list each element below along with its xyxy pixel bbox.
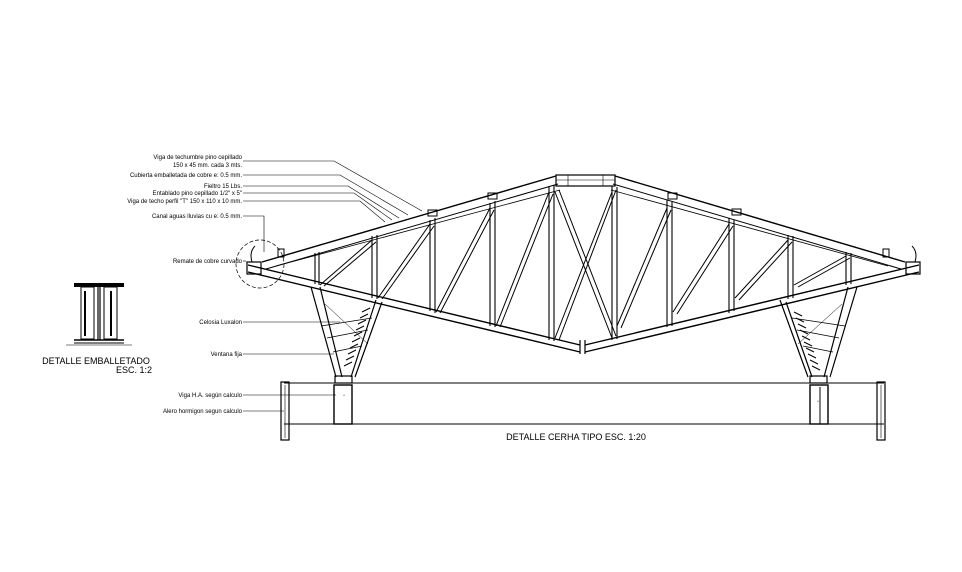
- emballetado-detail-title: DETALLE EMBALLETADO: [42, 356, 150, 366]
- emballetado-detail: DETALLE EMBALLETADO ESC. 1:2: [42, 283, 152, 375]
- concrete-beam: * * DETALLE CERHA TIPO ESC. 1:20: [280, 375, 886, 442]
- main-detail-title: DETALLE CERHA TIPO ESC. 1:20: [506, 432, 646, 442]
- label-copper-cover: Cubierta emballetada de cobre e: 0.5 mm.: [130, 173, 242, 179]
- leader-lines: [243, 160, 423, 412]
- label-roof-beam-size: 150 x 45 mm. cada 3 mts.: [173, 163, 242, 169]
- label-rain-gutter: Canal aguas lluvias cu e: 0.5 mm.: [152, 214, 242, 220]
- annotation-labels: Viga de techumbre pino cepillado 150 x 4…: [127, 155, 242, 415]
- label-concrete-eave: Alero hormigon segun calculo: [163, 409, 243, 415]
- label-boarding: Entablado pino cepillado 1/2" x 5": [153, 191, 242, 197]
- svg-text:*: *: [817, 399, 819, 404]
- label-roof-beam: Viga de techumbre pino cepillado: [153, 155, 242, 161]
- detail-callout-circle: [235, 239, 285, 289]
- label-concrete-beam: Viga H.A. según calculo: [178, 393, 242, 399]
- label-copper-trim: Remate de cobre curvado: [173, 259, 243, 265]
- label-fixed-window: Ventana fija: [211, 352, 243, 358]
- label-t-beam: Viga de techo perfil "T" 150 x 110 x 10 …: [127, 199, 242, 205]
- emballetado-detail-scale: ESC. 1:2: [116, 365, 152, 375]
- label-louvre: Celosia Luxalon: [199, 320, 242, 326]
- support-legs: [310, 286, 858, 378]
- svg-text:*: *: [343, 393, 345, 398]
- label-felt: Fieltro 15 Lbs.: [204, 184, 242, 190]
- roof-truss: [246, 174, 921, 354]
